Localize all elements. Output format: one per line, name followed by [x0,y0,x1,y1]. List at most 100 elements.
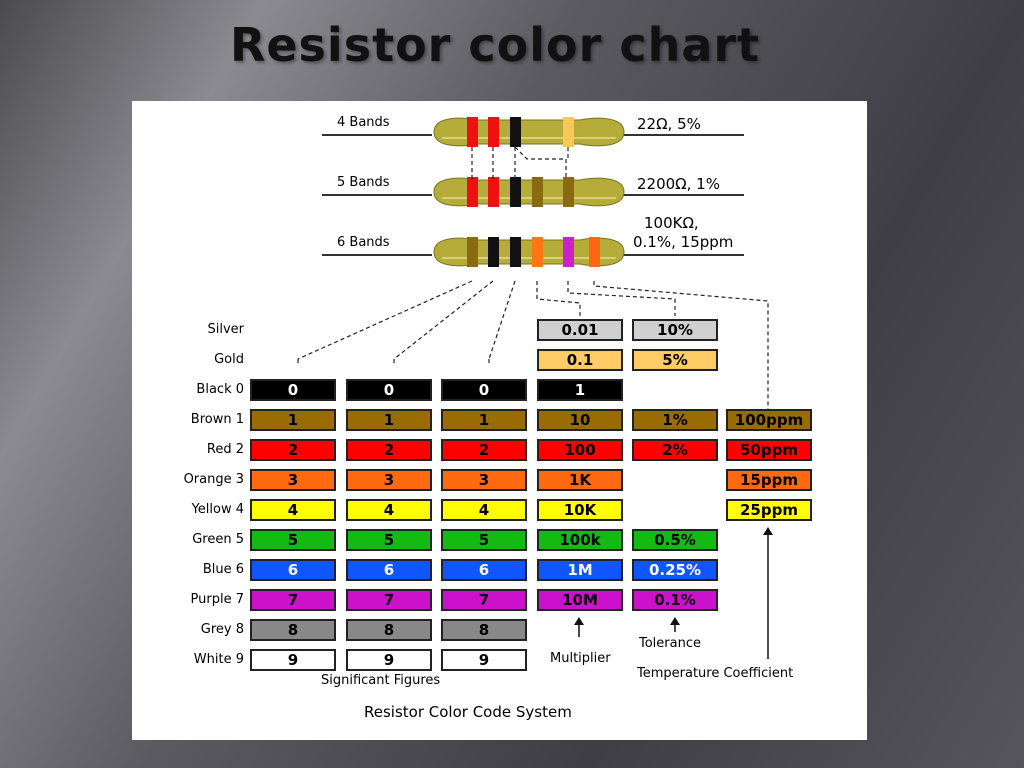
resistor-band [467,177,478,207]
digit-cell-2: 2 [346,439,432,461]
row-label: Black 0 [196,382,244,397]
resistor-band [589,237,600,267]
digit-cell-2: 0 [346,379,432,401]
value-6-bands-line2: 0.1%, 15ppm [633,233,734,251]
row-label: Purple 7 [190,592,244,607]
digit-cell-1: 7 [250,589,336,611]
label-4-bands: 4 Bands [337,115,390,130]
digit-cell-3: 5 [441,529,527,551]
digit-cell-1: 4 [250,499,336,521]
resistor-band [563,177,574,207]
digit-cell-1: 5 [250,529,336,551]
row-label: Gold [214,352,244,367]
digit-cell-1: 9 [250,649,336,671]
digit-cell-2: 8 [346,619,432,641]
row-label: Orange 3 [183,472,244,487]
value-6-bands-line1: 100KΩ, [644,214,699,232]
diagram-caption: Resistor Color Code System [364,703,572,721]
tolerance-cell: 1% [632,409,718,431]
connector-line [536,281,581,316]
arrow-head [763,527,773,535]
resistor-band [510,177,521,207]
resistor-band [563,117,574,147]
tolerance-cell: 2% [632,439,718,461]
digit-cell-3: 1 [441,409,527,431]
label-6-bands: 6 Bands [337,235,390,250]
row-label: Red 2 [206,442,244,457]
resistor-band [467,117,478,147]
tolerance-cell: 5% [632,349,718,371]
multiplier-cell: 10 [537,409,623,431]
tempco-cell: 25ppm [726,499,812,521]
digit-cell-1: 1 [250,409,336,431]
digit-cell-3: 2 [441,439,527,461]
digit-cell-1: 2 [250,439,336,461]
color-code-diagram: 4 Bands 5 Bands 6 Bands 22Ω, 5% 2200Ω, 1… [132,101,867,740]
arrow-head [574,617,584,625]
digit-cell-1: 8 [250,619,336,641]
resistor-body [433,177,625,207]
digit-cell-2: 7 [346,589,432,611]
resistor-band [532,177,543,207]
row-label: Brown 1 [190,412,244,427]
tolerance-cell: 0.5% [632,529,718,551]
resistor-diagram-svg [297,117,773,659]
digit-cell-1: 6 [250,559,336,581]
digit-cell-2: 3 [346,469,432,491]
connector-line [297,280,473,360]
tolerance-cell: 10% [632,319,718,341]
resistor-band [563,237,574,267]
tempco-cell: 15ppm [726,469,812,491]
tempco-cell: 100ppm [726,409,812,431]
multiplier-cell: 100k [537,529,623,551]
multiplier-cell: 10M [537,589,623,611]
digit-cell-2: 4 [346,499,432,521]
digit-cell-2: 5 [346,529,432,551]
label-multiplier: Multiplier [550,651,611,666]
tolerance-cell: 0.25% [632,559,718,581]
digit-cell-3: 6 [441,559,527,581]
multiplier-cell: 1M [537,559,623,581]
label-5-bands: 5 Bands [337,175,390,190]
multiplier-cell: 0.1 [537,349,623,371]
connector-line [488,280,516,360]
multiplier-cell: 1K [537,469,623,491]
resistor-body [433,117,625,147]
slide-title: Resistor color chart [229,18,761,72]
row-label: White 9 [193,652,244,667]
row-label: Blue 6 [202,562,244,577]
resistor-band [488,177,499,207]
digit-cell-3: 4 [441,499,527,521]
multiplier-cell: 100 [537,439,623,461]
digit-cell-2: 6 [346,559,432,581]
row-label: Yellow 4 [191,502,244,517]
digit-cell-2: 9 [346,649,432,671]
resistor-band [467,237,478,267]
digit-cell-1: 0 [250,379,336,401]
connector-line [567,281,676,316]
row-label: Silver [207,322,244,337]
value-4-bands: 22Ω, 5% [637,115,701,133]
value-5-bands: 2200Ω, 1% [637,175,720,193]
label-tolerance: Tolerance [639,636,701,651]
digit-cell-3: 3 [441,469,527,491]
tolerance-cell: 0.1% [632,589,718,611]
multiplier-cell: 1 [537,379,623,401]
connector-line [593,281,769,411]
arrow-head [670,617,680,625]
connector-line [514,146,567,177]
digit-cell-1: 3 [250,469,336,491]
resistor-band [488,237,499,267]
resistor-band [532,237,543,267]
digit-cell-3: 9 [441,649,527,671]
multiplier-cell: 0.01 [537,319,623,341]
digit-cell-2: 1 [346,409,432,431]
resistor-band [510,117,521,147]
tempco-cell: 50ppm [726,439,812,461]
label-temperature-coefficient: Temperature Coefficient [637,666,794,681]
row-label: Grey 8 [200,622,244,637]
digit-cell-3: 8 [441,619,527,641]
digit-cell-3: 0 [441,379,527,401]
label-significant-figures: Significant Figures [321,673,441,688]
digit-cell-3: 7 [441,589,527,611]
